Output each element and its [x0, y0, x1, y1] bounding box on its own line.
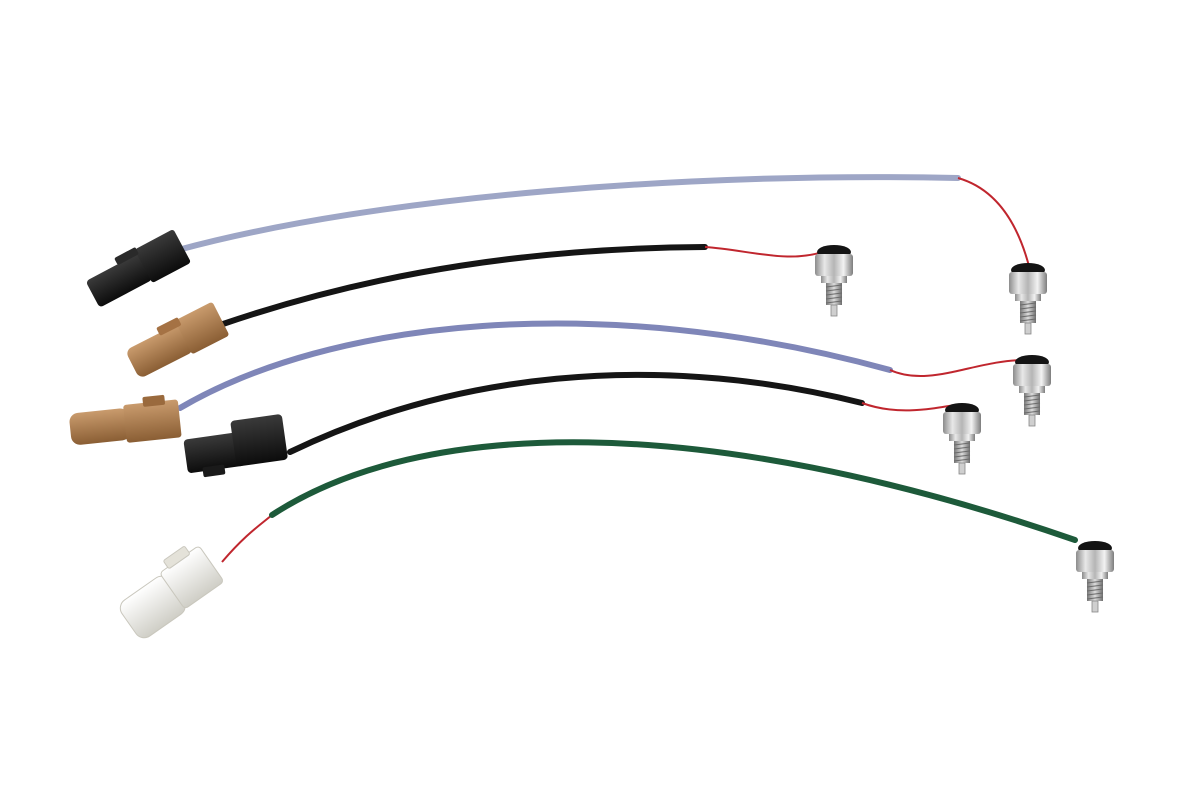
white-connector-icon	[119, 546, 223, 639]
tan-connector-icon	[127, 302, 229, 377]
harness-4	[183, 371, 982, 478]
harness-2	[127, 244, 854, 377]
threaded-switch-icon	[1012, 354, 1052, 427]
black-connector-icon	[86, 230, 191, 307]
threaded-switch-icon	[1075, 540, 1115, 613]
tan-connector-icon	[69, 394, 182, 445]
harness-5	[119, 439, 1115, 639]
threaded-switch-icon	[1008, 262, 1048, 335]
threaded-switch-icon	[814, 244, 854, 317]
harness-1	[86, 174, 1048, 335]
harness-3	[69, 320, 1052, 445]
black-connector-icon	[183, 414, 288, 478]
threaded-switch-icon	[942, 402, 982, 475]
